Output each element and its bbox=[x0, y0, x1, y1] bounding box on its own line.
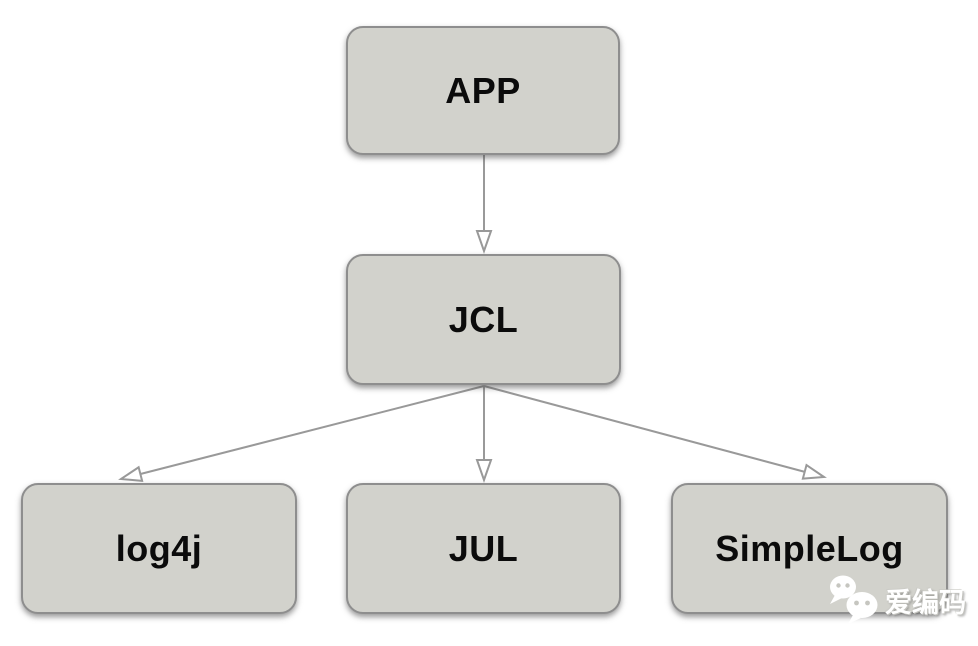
edge-jcl-simplelog bbox=[483, 385, 824, 477]
node-app: APP bbox=[346, 26, 620, 155]
watermark: 爱编码 bbox=[826, 574, 966, 626]
edge-jcl-log4j bbox=[121, 385, 485, 479]
node-jcl-label: JCL bbox=[448, 298, 519, 340]
node-jcl: JCL bbox=[346, 254, 621, 385]
node-simplelog-label: SimpleLog bbox=[715, 527, 904, 569]
node-log4j: log4j bbox=[21, 483, 297, 614]
wechat-icon bbox=[830, 575, 878, 624]
node-jul-label: JUL bbox=[448, 527, 519, 569]
node-simplelog: SimpleLog bbox=[671, 483, 948, 614]
watermark-label: 爱编码 bbox=[885, 587, 966, 618]
node-app-label: APP bbox=[445, 69, 521, 111]
node-log4j-label: log4j bbox=[115, 527, 203, 569]
node-jul: JUL bbox=[346, 483, 621, 614]
